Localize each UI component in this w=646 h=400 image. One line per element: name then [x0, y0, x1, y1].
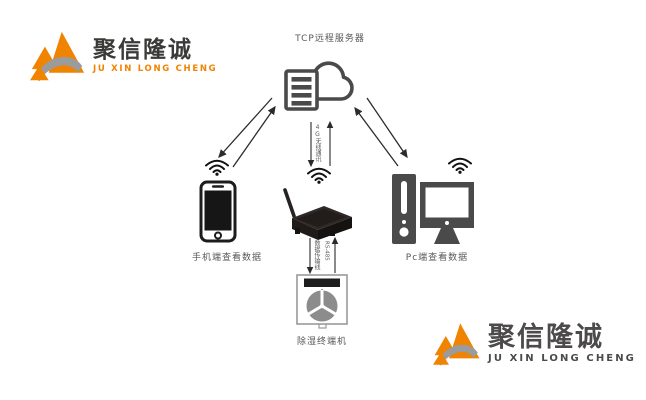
cloud-server-icon [284, 61, 354, 111]
wifi-icon [205, 159, 229, 176]
logo-chinese-text: 聚信隆诚 [488, 322, 604, 353]
logo-latin-text: JU XIN LONG CHENG [488, 353, 636, 364]
link-label-rs485: RS-485 [323, 241, 330, 261]
logo-text-block: 聚信隆诚 JU XIN LONG CHENG [488, 324, 636, 364]
pc-label: Pc端查看数据 [405, 253, 469, 263]
gateway-dtu-icon [283, 188, 352, 240]
dehumidifier-terminal-icon [296, 274, 348, 329]
logo-bottom-right: 聚信隆诚 JU XIN LONG CHENG [433, 320, 636, 368]
logo-latin-text: JU XIN LONG CHENG [93, 63, 218, 74]
smartphone-icon [199, 180, 237, 243]
logo-mark-icon [30, 31, 85, 82]
terminal-label: 除湿终端机 [296, 337, 348, 347]
logo-top-left: 聚信隆诚 JU XIN LONG CHENG [30, 28, 217, 84]
logo-chinese-text: 聚信隆诚 [93, 36, 193, 63]
server-label: TCP远程服务器 [295, 34, 365, 44]
logo-mark-icon [433, 323, 480, 366]
wifi-icon [448, 157, 472, 174]
wifi-icon [307, 167, 331, 184]
link-label-4g: 4G无线通讯 [314, 124, 321, 162]
logo-text-block: 聚信隆诚 JU XIN LONG CHENG [93, 36, 218, 74]
link-label-data-line: 数据传输线 [313, 240, 320, 270]
phone-label: 手机端查看数据 [191, 253, 263, 263]
desktop-pc-icon [392, 174, 474, 244]
